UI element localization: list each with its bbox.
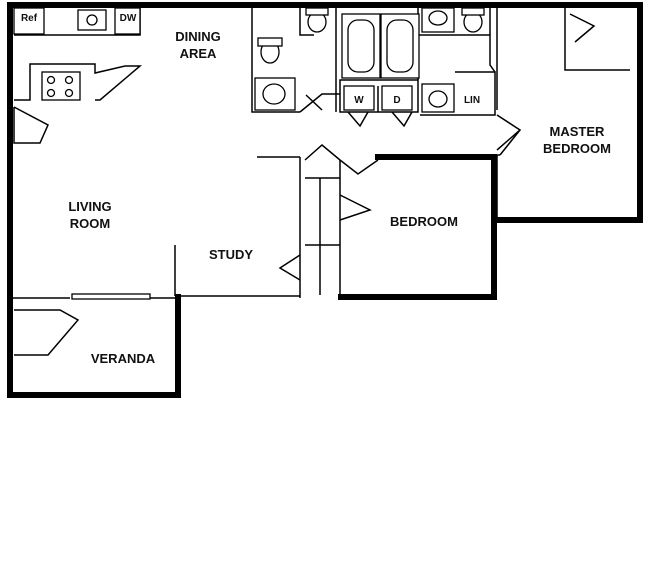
bedroom-label: BEDROOM <box>390 214 458 229</box>
bath-fixtures <box>254 7 485 113</box>
sink-lower <box>428 90 448 108</box>
linen-label: LIN <box>464 95 480 106</box>
washer-label: W <box>354 95 364 106</box>
refrigerator <box>13 7 45 35</box>
kitchen-fixtures <box>13 7 141 101</box>
living-room-label-line2: ROOM <box>70 216 110 231</box>
dw-label: DW <box>120 13 137 24</box>
living-room-label-line1: LIVING <box>68 199 111 214</box>
dining-area-label-line2: AREA <box>180 46 217 61</box>
master-bedroom-label-line1: MASTER <box>550 124 606 139</box>
toilet-lower <box>262 83 286 105</box>
dishwasher <box>114 7 141 35</box>
master-bedroom-label-line2: BEDROOM <box>543 141 611 156</box>
labels: Ref DW W D LIN DINING AREA LIVING ROOM S… <box>21 13 611 366</box>
door-swings <box>13 13 596 356</box>
stove <box>41 71 81 101</box>
ref-label: Ref <box>21 13 38 24</box>
dining-area-label-line1: DINING <box>175 29 221 44</box>
sink-upper <box>428 10 448 26</box>
dryer <box>381 85 413 111</box>
study-label: STUDY <box>209 247 253 262</box>
veranda-label: VERANDA <box>91 351 156 366</box>
interior-walls <box>13 8 630 300</box>
washer <box>343 85 375 111</box>
dryer-label: D <box>393 95 400 106</box>
exterior-walls <box>7 2 643 398</box>
